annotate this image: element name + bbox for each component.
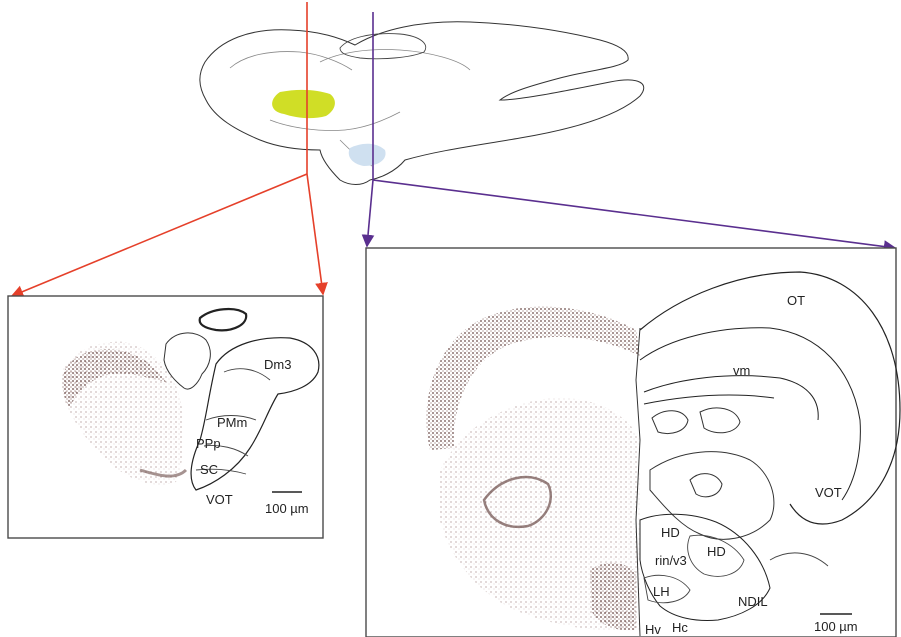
yellow-highlight-region bbox=[272, 90, 335, 118]
label-hd-right: HD bbox=[707, 544, 726, 559]
label-rin-v3: rin/v3 bbox=[655, 553, 687, 568]
label-dm3: Dm3 bbox=[264, 357, 291, 372]
label-vot-right: VOT bbox=[815, 485, 842, 500]
blue-highlight-region bbox=[349, 144, 386, 166]
brain-overview bbox=[200, 22, 644, 185]
label-pmm: PMm bbox=[217, 415, 247, 430]
label-ot: OT bbox=[787, 293, 805, 308]
right-scale-label: 100 µm bbox=[814, 619, 858, 634]
label-ppp: PPp bbox=[196, 436, 221, 451]
label-hv: Hv bbox=[645, 622, 661, 637]
label-vm: vm bbox=[733, 363, 750, 378]
label-vot-left: VOT bbox=[206, 492, 233, 507]
label-ndil: NDIL bbox=[738, 594, 768, 609]
purple-section-guides bbox=[367, 12, 895, 248]
label-hc: Hc bbox=[672, 620, 688, 635]
brain-lobe-outline bbox=[340, 34, 426, 59]
label-lh: LH bbox=[653, 584, 670, 599]
left-scale-label: 100 µm bbox=[265, 501, 309, 516]
brain-outline bbox=[200, 22, 644, 185]
right-section-panel: OT vm VOT HD rin/v3 HD LH NDIL Hv Hc 100… bbox=[366, 248, 900, 637]
label-hd-upper: HD bbox=[661, 525, 680, 540]
left-section-panel: Dm3 PMm PPp SC VOT 100 µm bbox=[8, 296, 323, 538]
label-sc: SC bbox=[200, 462, 218, 477]
red-section-guides bbox=[12, 2, 323, 296]
